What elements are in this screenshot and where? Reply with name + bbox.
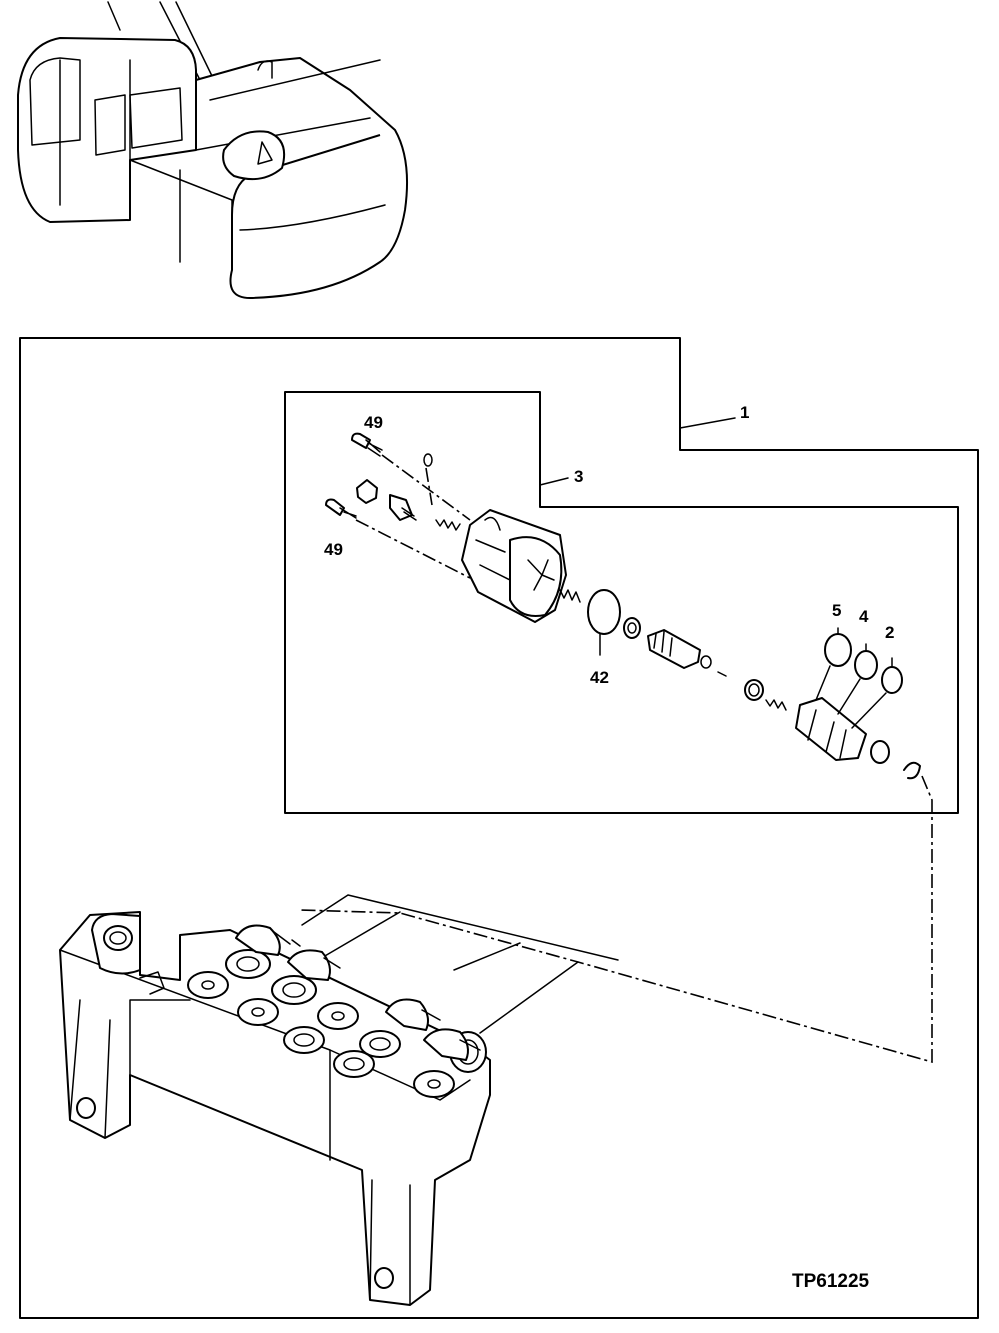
callout-49-upper: 49 <box>364 413 383 432</box>
subassembly-3-outline <box>284 391 959 814</box>
exploded-valve-parts <box>325 432 921 780</box>
excavator-locator-illustration <box>17 1 409 299</box>
figure-number: TP61225 <box>792 1271 870 1292</box>
o-ring-2 <box>881 666 903 694</box>
callout-1-leader <box>679 417 736 429</box>
callout-1: 1 <box>740 403 749 422</box>
o-ring-5 <box>824 633 852 667</box>
callout-3-leader <box>539 477 569 486</box>
o-ring-4 <box>854 650 878 680</box>
control-valve-block <box>59 894 619 1306</box>
callout-42: 42 <box>590 668 609 687</box>
o-ring-42 <box>587 589 621 635</box>
callout-49-lower: 49 <box>324 540 343 559</box>
callout-3: 3 <box>574 467 583 486</box>
assembly-1-outline <box>19 337 979 1319</box>
callout-5: 5 <box>832 601 841 620</box>
assembly-connector-line <box>299 775 933 1064</box>
callout-4: 4 <box>859 607 869 626</box>
callout-2: 2 <box>885 623 894 642</box>
